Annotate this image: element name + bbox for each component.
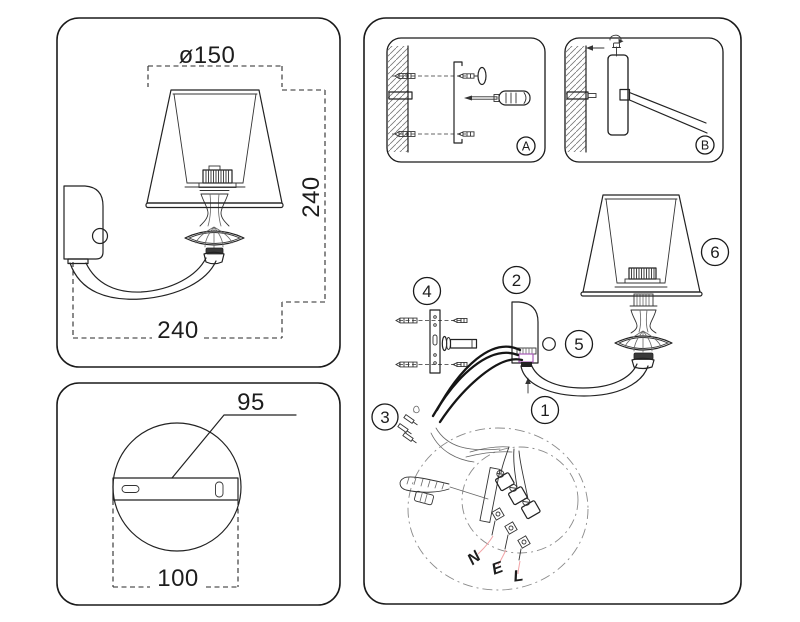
wall-anchor-icon xyxy=(395,317,418,324)
callout-2: 2 xyxy=(502,265,531,295)
arm-connector xyxy=(619,88,631,101)
callout-1: 1 xyxy=(530,395,560,425)
bracket-profile xyxy=(453,61,463,144)
wall-anchor-icon xyxy=(395,361,418,368)
slot-vertical xyxy=(215,481,224,498)
step-b-label: B xyxy=(701,139,709,153)
candle-body-drawing xyxy=(184,190,245,265)
callout-4-label: 4 xyxy=(422,282,431,301)
wiring-detail: N E L xyxy=(399,427,589,591)
terminal xyxy=(495,469,515,492)
cap-nut-part xyxy=(542,337,556,351)
switch-knob xyxy=(91,227,109,245)
terminal-exit xyxy=(517,535,531,549)
leader-live xyxy=(517,560,521,575)
dimension-lines xyxy=(112,500,239,588)
arm-part xyxy=(520,363,649,397)
crystal-diffuser xyxy=(614,335,673,351)
exploded-view: 1 2 3 4 5 6 xyxy=(371,194,730,463)
callout-3-label: 3 xyxy=(380,408,389,427)
screw-icon xyxy=(456,73,475,79)
dimension-lines xyxy=(72,65,326,339)
screw-icon xyxy=(451,361,468,368)
shade-part xyxy=(580,194,703,297)
dim-width: 240 xyxy=(157,317,199,344)
wall-bracket-side xyxy=(388,91,413,100)
terminal-block xyxy=(479,467,541,561)
step-b-badge xyxy=(695,135,715,155)
callout-1-label: 1 xyxy=(540,401,549,420)
arm-side xyxy=(628,91,708,134)
panel-border xyxy=(56,17,341,368)
lampshade-drawing xyxy=(145,89,284,209)
callout-4: 4 xyxy=(412,276,442,306)
wire-labels: N E L xyxy=(464,535,524,586)
front-view-panel: ø150 240 240 xyxy=(56,17,341,368)
screw-icon xyxy=(456,131,475,137)
terminal xyxy=(508,483,528,506)
wire-label-live: L xyxy=(512,567,524,585)
dim-base-diameter: 100 xyxy=(157,565,199,592)
leader-line-95 xyxy=(171,414,297,479)
panel-border xyxy=(363,17,742,605)
arm-socket xyxy=(521,362,532,367)
back-view-panel: 95 100 xyxy=(56,382,341,606)
locking-screw-icon xyxy=(609,34,624,57)
bulb-socket xyxy=(624,267,661,284)
step-a-box: A xyxy=(386,37,546,163)
callout-3: 3 xyxy=(371,403,399,431)
wires-part xyxy=(397,345,524,463)
callout-5: 5 xyxy=(564,329,594,359)
leader-earth xyxy=(497,549,507,566)
wall-plate-drawing xyxy=(63,185,109,265)
crystal-diffuser xyxy=(184,230,245,246)
callout-2-label: 2 xyxy=(512,271,521,290)
panel-border xyxy=(56,382,341,606)
candle-body-part xyxy=(614,293,673,370)
bulb-socket xyxy=(198,165,237,188)
terminal xyxy=(521,497,541,520)
push-arrow-icon xyxy=(586,45,605,51)
arm-drawing xyxy=(69,257,217,300)
wire-ferrule xyxy=(403,414,418,426)
wall-anchor-icon xyxy=(394,72,416,80)
callout-5-label: 5 xyxy=(574,335,583,354)
screwdriver-icon xyxy=(464,90,531,106)
slot-horizontal xyxy=(121,485,140,493)
step-b-box: B xyxy=(564,34,724,163)
callout-6: 6 xyxy=(700,237,730,267)
mounting-bracket-part xyxy=(395,309,478,374)
backplate-side xyxy=(607,54,629,136)
detail-inner-circle xyxy=(461,446,579,554)
installation-panel: A B xyxy=(363,17,742,605)
rotate-arrowhead xyxy=(618,38,624,44)
center-bolt-icon xyxy=(441,335,478,352)
terminal-exit xyxy=(491,507,505,521)
backplate-circle xyxy=(112,422,242,552)
terminal-exit xyxy=(504,521,518,535)
leader-neutral xyxy=(477,535,494,555)
backplate-part xyxy=(511,301,539,367)
dim-bracket-length: 95 xyxy=(237,389,265,416)
insert-arrow-icon xyxy=(525,377,531,394)
mounting-bar-drawing xyxy=(112,477,239,501)
wire-ferrule xyxy=(397,423,412,435)
wall-anchor-icon xyxy=(394,130,416,138)
screw-head-icon xyxy=(474,66,487,86)
dim-height: 240 xyxy=(298,176,325,218)
step-a-label: A xyxy=(522,140,531,154)
callout-6-label: 6 xyxy=(710,243,719,262)
cable-clamp xyxy=(399,476,489,506)
wire-label-earth: E xyxy=(490,559,507,579)
wire-ferrule xyxy=(402,432,417,444)
detail-zoom-circle xyxy=(407,427,589,591)
screw-icon xyxy=(451,317,468,324)
step-a-badge xyxy=(516,136,536,156)
dim-shade-diameter: ø150 xyxy=(179,42,236,69)
collar xyxy=(633,352,654,360)
clamp-leader-line xyxy=(449,486,489,500)
